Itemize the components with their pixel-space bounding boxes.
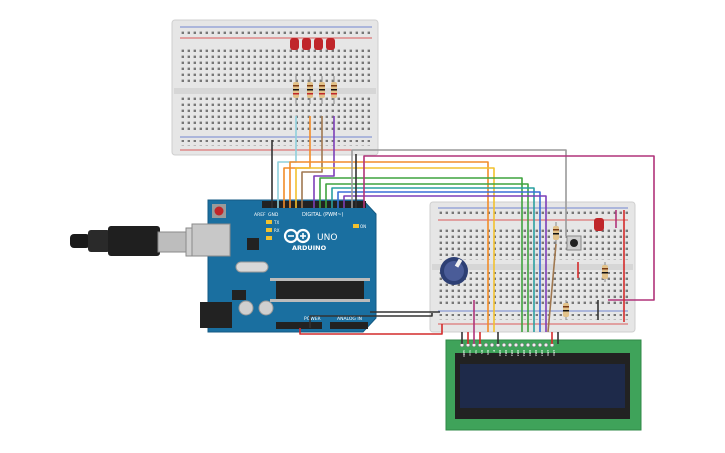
wire[interactable] <box>309 313 433 328</box>
red-led[interactable] <box>302 38 311 50</box>
top-breadboard <box>171 19 379 156</box>
resistor[interactable] <box>331 76 337 104</box>
usb-cable <box>70 226 209 257</box>
lcd-pin-label: LED <box>552 350 556 357</box>
digital-label: DIGITAL (PWM~) <box>302 212 344 218</box>
lcd-pin[interactable] <box>519 342 525 348</box>
lcd-pin-label: VCC <box>468 350 472 356</box>
tx-label: TX <box>273 220 279 225</box>
lcd-pin[interactable] <box>483 342 489 348</box>
lcd-pin-label: LED <box>546 350 550 357</box>
resistor[interactable] <box>602 262 608 282</box>
analog-label: ANALOG IN <box>337 316 362 322</box>
resistor[interactable] <box>293 76 299 104</box>
lcd-pin[interactable] <box>501 342 507 348</box>
lcd-pin[interactable] <box>513 342 519 348</box>
wire[interactable] <box>277 116 297 208</box>
lcd-pin-label: V0 <box>474 350 478 354</box>
model-label: UNO <box>317 233 337 243</box>
arduino-uno-board[interactable]: ARDUINO UNO DIGITAL (PWM~) POWER ANALOG … <box>191 199 377 333</box>
lcd-pin-label: DB7 <box>540 350 544 356</box>
resistor[interactable] <box>553 222 559 244</box>
top-resistors <box>293 76 337 104</box>
gnd-label: GND <box>268 212 279 218</box>
red-led[interactable] <box>326 38 335 50</box>
lcd-pin[interactable] <box>543 342 549 348</box>
wire[interactable] <box>299 324 443 335</box>
red-led[interactable] <box>314 38 323 50</box>
push-button[interactable] <box>566 235 582 251</box>
resistor[interactable] <box>307 76 313 104</box>
wire[interactable] <box>289 161 489 332</box>
wire[interactable] <box>351 149 567 236</box>
aref-label: AREF <box>254 212 266 218</box>
red-led[interactable] <box>594 218 604 231</box>
lcd-pin-label: RS <box>480 350 484 354</box>
lcd-pin-label: DB1 <box>504 350 508 356</box>
lcd-pin-label: E <box>492 350 496 352</box>
lcd-pin-label: RW <box>486 350 490 355</box>
lcd-pin-label: DB3 <box>516 350 520 356</box>
right-breadboard <box>429 201 636 333</box>
lcd-pin-label: GND <box>462 350 466 358</box>
wire[interactable] <box>331 187 535 332</box>
wires <box>271 116 655 344</box>
resistor[interactable] <box>563 300 569 320</box>
lcd-pin[interactable] <box>489 342 495 348</box>
lcd-pin[interactable] <box>537 342 543 348</box>
wire[interactable] <box>325 183 529 332</box>
lcd-pin[interactable] <box>531 342 537 348</box>
red-led[interactable] <box>290 38 299 50</box>
wire[interactable] <box>343 195 547 332</box>
lcd-pin[interactable] <box>507 342 513 348</box>
lcd-pin-label: DB6 <box>534 350 538 356</box>
wire[interactable] <box>319 177 523 332</box>
wire[interactable] <box>313 116 335 208</box>
resistor[interactable] <box>319 76 325 104</box>
brand-label: ARDUINO <box>292 244 327 252</box>
wire[interactable] <box>301 116 323 208</box>
lcd-pin-label: DB4 <box>522 350 526 356</box>
arduino-logo-icon <box>283 228 311 244</box>
potentiometer[interactable] <box>440 257 468 285</box>
power-label: POWER <box>304 316 321 322</box>
rx-label: RX <box>274 228 280 233</box>
top-led-row <box>290 38 335 50</box>
lcd-pin-label: DB5 <box>528 350 532 356</box>
lcd-pin-label: DB2 <box>510 350 514 356</box>
lcd-pin-label: DB0 <box>498 350 502 356</box>
wire[interactable] <box>547 243 557 333</box>
wire[interactable] <box>295 167 495 332</box>
wire[interactable] <box>363 155 655 301</box>
wire[interactable] <box>337 191 541 332</box>
on-label: ON <box>360 224 366 229</box>
lcd-pin[interactable] <box>525 342 531 348</box>
